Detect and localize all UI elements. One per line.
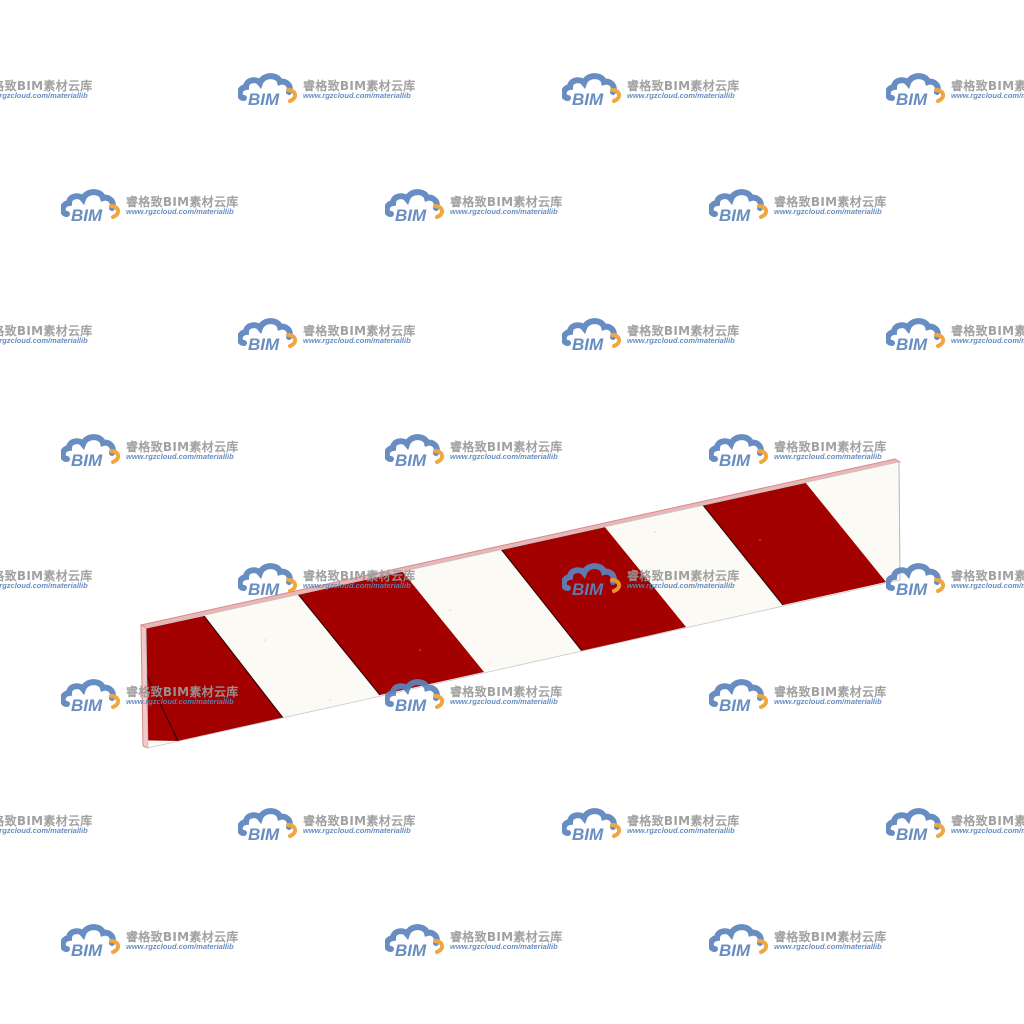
stripe-edge-line [297, 593, 381, 696]
board-right-edge [898, 461, 901, 581]
stripe-edge-line [702, 504, 784, 606]
stripe-edge-line [500, 548, 583, 652]
board-front-face [146, 462, 900, 748]
red-stripe-1 [146, 616, 283, 741]
stripe-edge-line [203, 615, 284, 719]
red-stripe-4 [703, 482, 886, 605]
stripe-edge-line [146, 639, 179, 742]
red-stripe-2 [298, 571, 484, 695]
surface-texture [239, 531, 761, 701]
